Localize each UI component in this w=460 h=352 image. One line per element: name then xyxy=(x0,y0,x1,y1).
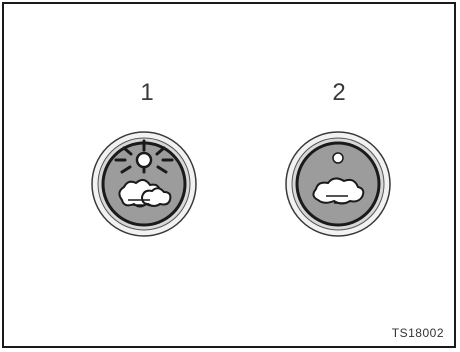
indicator-1 xyxy=(92,132,196,236)
figure-frame: 1 2 xyxy=(2,2,456,348)
dot-icon xyxy=(333,153,343,163)
indicator-2 xyxy=(286,132,390,236)
indicator-illustrations xyxy=(4,4,456,348)
cloud-icon xyxy=(313,178,363,203)
figure-code: TS18002 xyxy=(392,326,444,340)
